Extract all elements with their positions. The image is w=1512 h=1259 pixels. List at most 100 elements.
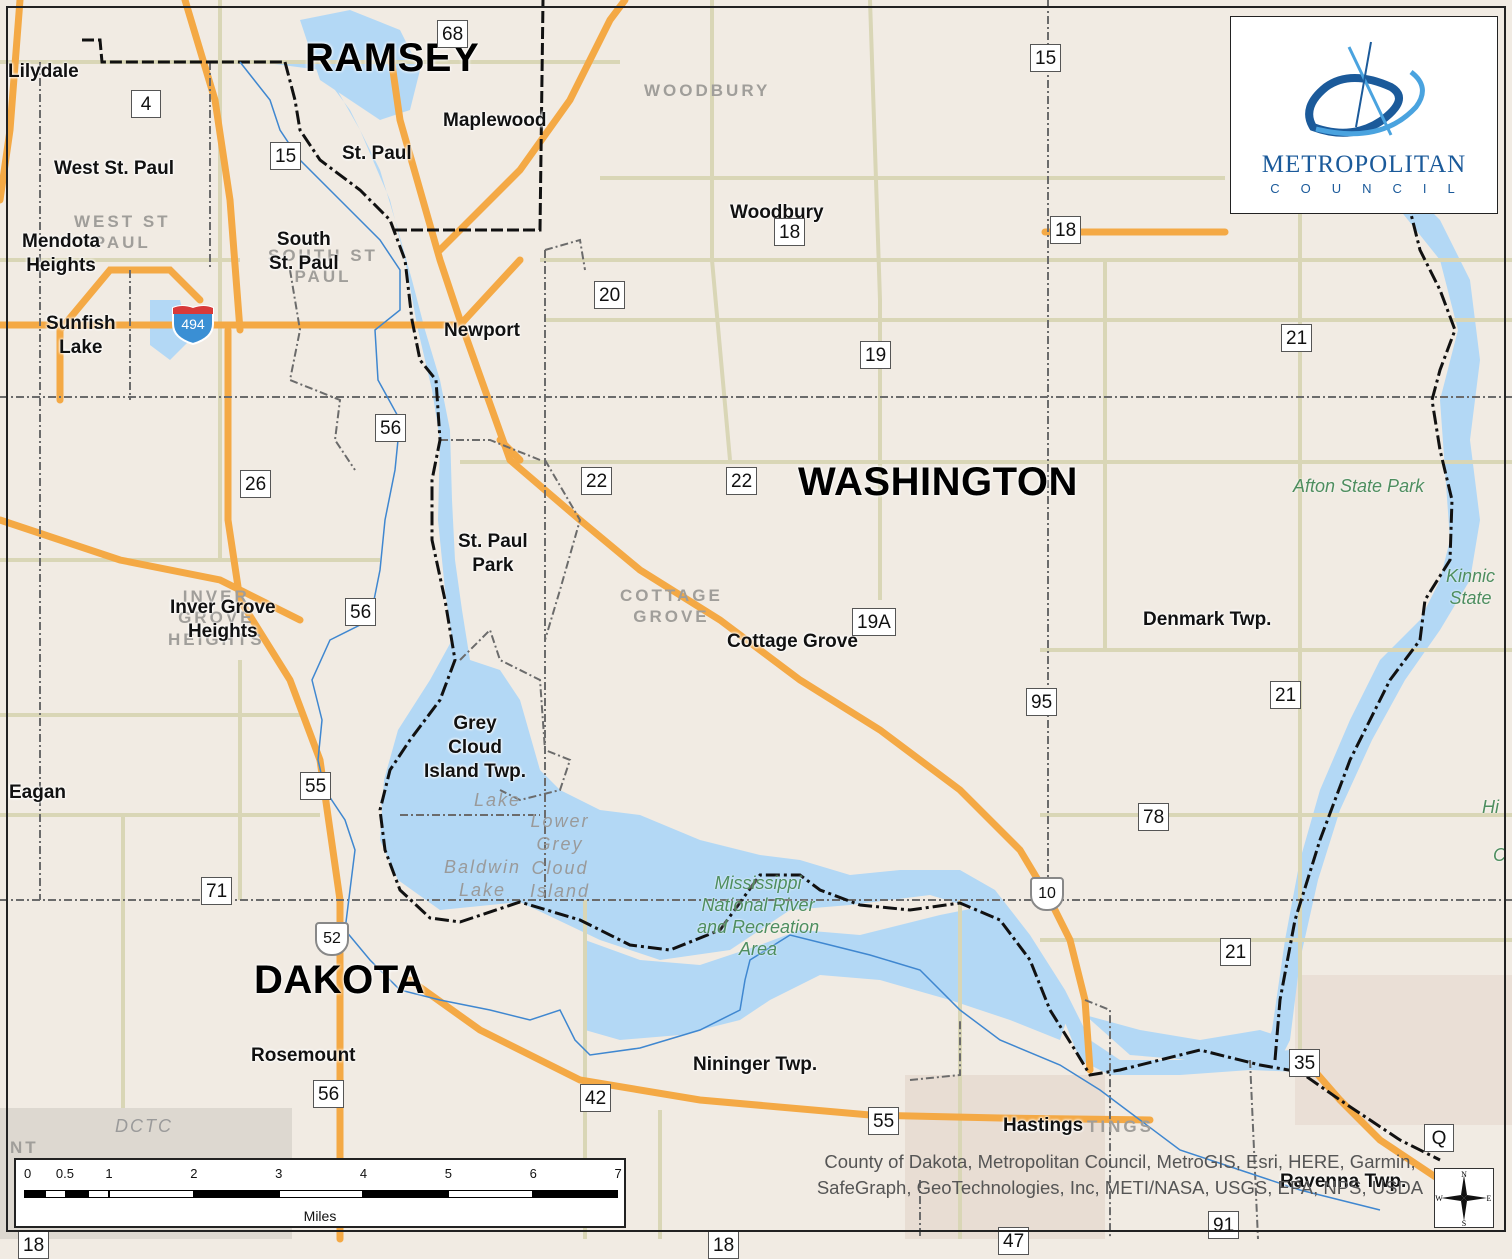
municipality-ghost-label: INVER GROVE HEIGHTS: [168, 587, 265, 649]
logo-subtitle: COUNCIL: [1270, 181, 1476, 196]
route-shield: 71: [201, 877, 233, 905]
scale-tick-label: 3: [275, 1166, 283, 1181]
route-shield: 68: [437, 20, 469, 48]
attribution-text: County of Dakota, Metropolitan Council, …: [816, 1151, 1424, 1198]
park-label: Kinnic State: [1446, 566, 1496, 608]
route-shield: 18: [1050, 216, 1082, 244]
route-shield: 56: [313, 1080, 345, 1108]
route-shield: 56: [375, 414, 407, 442]
route-shield: 20: [594, 281, 626, 309]
metropolitan-council-logo: METROPOLITAN COUNCIL: [1230, 16, 1498, 214]
route-shield: 19: [860, 341, 892, 369]
city-label: Newport: [444, 320, 520, 341]
urban-area: [1295, 975, 1512, 1125]
city-label: Eagan: [9, 782, 67, 803]
city-label: Ravenna Twp.: [1280, 1171, 1407, 1192]
corridor-line: [283, 61, 1457, 1162]
city-label: Mendota Heights: [22, 231, 101, 276]
scale-segment: [108, 1190, 194, 1198]
city-label: Hastings: [1003, 1115, 1084, 1136]
municipality-ghost-label: TINGS: [1087, 1117, 1154, 1136]
route-shield: 21: [1281, 324, 1313, 352]
scale-tick-label: 4: [359, 1166, 368, 1181]
interstate-shield-icon: [172, 305, 214, 346]
scale-tick-label: 7: [614, 1166, 622, 1181]
route-shield: 47: [998, 1227, 1030, 1255]
scale-segment: [24, 1190, 46, 1198]
route-shield: 21: [1270, 681, 1302, 709]
route-shield: 4: [131, 90, 161, 118]
water-label: DCTC: [115, 1116, 173, 1136]
route-shield: 42: [580, 1084, 612, 1112]
county-boundary: [82, 0, 545, 232]
water-label: Lower Grey Cloud Island: [530, 811, 591, 902]
route-shield: 15: [270, 142, 302, 170]
city-label: Denmark Twp.: [1143, 609, 1272, 630]
route-shield: 26: [240, 470, 272, 498]
route-shield: 19A: [852, 608, 896, 636]
city-label: South St. Paul: [269, 229, 339, 274]
city-label: Woodbury: [730, 202, 824, 223]
park-label: C: [1493, 845, 1506, 865]
municipality-ghost-label: SOUTH ST PAUL: [268, 246, 378, 287]
county-label: WASHINGTON: [798, 460, 1078, 504]
route-shield: 78: [1138, 803, 1170, 831]
scale-unit: Miles: [303, 1208, 337, 1224]
urban-area: [905, 1075, 1105, 1239]
scale-segment: [363, 1190, 449, 1198]
city-label: Cottage Grove: [727, 631, 858, 652]
city-label: Rosemount: [251, 1045, 356, 1066]
city-label: Nininger Twp.: [693, 1054, 818, 1075]
county-label: DAKOTA: [254, 958, 426, 1002]
scale-segment: [193, 1190, 279, 1198]
city-label: Lilydale: [8, 61, 79, 82]
park-label: Hi: [1482, 797, 1499, 817]
compass-n: N: [1461, 1170, 1467, 1179]
route-shield: 15: [1030, 44, 1062, 72]
scale-tick-label: 5: [444, 1166, 453, 1181]
park-label: Afton State Park: [1293, 476, 1425, 496]
us-highway-shield: 52: [315, 922, 349, 956]
compass-e: E: [1487, 1194, 1492, 1203]
water-label: Lake: [474, 790, 522, 810]
route-shield: 55: [868, 1107, 900, 1135]
route-shield: 95: [1026, 688, 1058, 716]
scale-tick-label: 1: [105, 1166, 113, 1181]
route-shield: Q: [1424, 1124, 1454, 1152]
municipality-ghost-label: NT: [10, 1138, 39, 1157]
route-shield: 18: [708, 1231, 740, 1259]
city-label: Grey Cloud Island Twp.: [424, 713, 527, 782]
scale-tick-label: 6: [529, 1166, 537, 1181]
scale-tick-label: 0: [24, 1166, 32, 1181]
city-label: Maplewood: [443, 110, 547, 131]
water-label: Baldwin Lake: [444, 857, 522, 901]
route-shield: 55: [300, 772, 332, 800]
scale-segment: [278, 1190, 364, 1198]
city-label: West St. Paul: [54, 158, 175, 179]
compass-s: S: [1462, 1219, 1466, 1228]
route-shield: 35: [1289, 1049, 1321, 1077]
interstate-shield: 494: [170, 302, 216, 346]
route-shield: 22: [726, 467, 758, 495]
route-shield: 56: [345, 598, 377, 626]
city-label: St. Paul Park: [458, 531, 528, 576]
city-label: St. Paul: [342, 143, 412, 164]
scale-segment: [87, 1190, 109, 1198]
compass-rose: N S W E: [1434, 1168, 1494, 1228]
us-highway-shield: 10: [1030, 877, 1064, 911]
logo-name: METROPOLITAN: [1261, 151, 1467, 178]
route-shield: 18: [18, 1231, 50, 1259]
route-shield: 91: [1208, 1211, 1240, 1239]
route-shield: 21: [1220, 938, 1252, 966]
scale-tick-label: 0.5: [55, 1166, 74, 1181]
scale-segment: [448, 1190, 534, 1198]
city-label: Inver Grove Heights: [170, 597, 276, 642]
scale-segment: [533, 1190, 618, 1198]
compass-rose-icon: N S W E: [1435, 1170, 1492, 1228]
logo-swoosh-icon: [1305, 41, 1425, 137]
compass-w: W: [1435, 1194, 1443, 1203]
municipality-ghost-label: WEST ST PAUL: [74, 212, 171, 253]
